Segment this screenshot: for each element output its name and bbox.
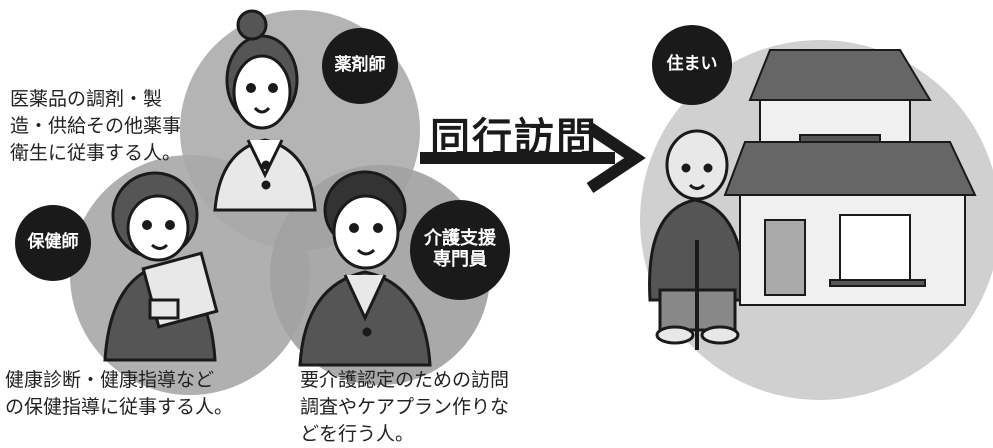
care-manager-badge: 介護支援 専門員 — [410, 200, 510, 300]
arrow-label: 同行訪問 — [430, 115, 598, 161]
nurse-badge: 保健師 — [15, 205, 91, 281]
pharmacist-label: 薬剤師 — [334, 55, 386, 76]
nurse-figure — [103, 171, 219, 362]
nurse-description: 健康診断・健康指導など の保健指導に従事する人。 — [5, 369, 234, 418]
care-manager-label: 介護支援 専門員 — [424, 228, 496, 270]
elderly-man-figure — [648, 129, 747, 350]
care-manager-description: 要介護認定のための訪問 調査やケアプラン作りな どを行う人。 — [300, 369, 510, 445]
diagram: 薬剤師 保健師 介護支援 専門員 住まい 同行訪問 医薬品の調剤・製 造・供給そ… — [5, 9, 993, 445]
nurse-label: 保健師 — [27, 232, 79, 253]
arrow-right-icon — [420, 123, 646, 193]
residence-label: 住まい — [666, 54, 718, 75]
house-figure — [723, 49, 977, 306]
illustration — [70, 9, 993, 400]
pharmacist-figure — [213, 9, 317, 212]
residence-badge: 住まい — [652, 25, 732, 105]
pharmacist-badge: 薬剤師 — [322, 28, 398, 104]
care-manager-figure — [298, 170, 432, 367]
pharmacist-description: 医薬品の調剤・製 造・供給その他薬事 衛生に従事する人。 — [10, 88, 182, 164]
